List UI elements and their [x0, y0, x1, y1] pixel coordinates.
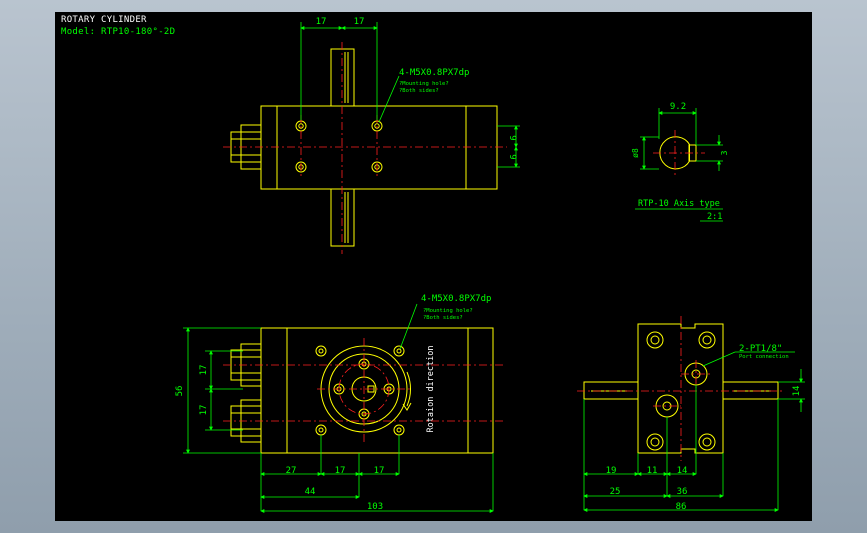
side-dim-11: 11: [647, 466, 658, 476]
top-hole-spec: 4-M5X0.8PX7dp: [399, 68, 469, 78]
axis-detail: 9.2 ø8 3 RTP-10 Axis type 2:1: [631, 102, 729, 222]
top-hole-note-2: ?Both sides?: [399, 88, 439, 94]
side-view: 19 11 14 25 36 86 14 2-PT1/8" Port conne…: [577, 316, 805, 512]
front-hole-note-2: ?Both sides?: [423, 315, 463, 321]
front-body-outline: [260, 327, 494, 454]
front-dim-17-b: 17: [335, 466, 346, 476]
dim-top-17-right: 17: [354, 17, 365, 27]
top-shaft-lower: [330, 188, 355, 247]
model-label: Model: RTP10-180°-2D: [61, 27, 176, 37]
side-dim-86: 86: [676, 502, 687, 512]
front-hole-note-1: ?Mounting hole?: [423, 308, 473, 314]
front-dim-17-upper: 17: [199, 365, 209, 376]
side-body-outline: [637, 323, 724, 454]
front-view: 56 17 17 27 17 17 44 103 4-M5X0.8PX7dp ?…: [175, 294, 505, 513]
drawing-canvas: ROTARY CYLINDER Model: RTP10-180°-2D: [55, 12, 812, 521]
dim-top-9-upper: 9: [507, 135, 517, 140]
front-dim-44: 44: [305, 487, 316, 497]
axis-dim-diameter: ø8: [631, 148, 640, 158]
side-dim-36: 36: [677, 487, 688, 497]
top-shaft-upper: [330, 48, 355, 107]
dim-top-9-lower: 9: [507, 154, 517, 159]
side-dim-14-right: 14: [792, 386, 802, 397]
side-dim-25: 25: [610, 487, 621, 497]
side-shaft-left: [583, 381, 639, 400]
front-dim-56: 56: [175, 386, 185, 397]
port-spec: 2-PT1/8": [739, 344, 782, 354]
port-note: Port connection: [739, 354, 789, 360]
front-dim-17-c: 17: [374, 466, 385, 476]
drawing-title: ROTARY CYLINDER: [61, 15, 147, 25]
rotation-direction-label: Rotaion direction: [426, 346, 436, 433]
front-hole-spec: 4-M5X0.8PX7dp: [421, 294, 491, 304]
axis-scale: 2:1: [707, 212, 722, 222]
dim-top-17-left: 17: [316, 17, 327, 27]
top-hole-note-1: ?Mounting hole?: [399, 81, 449, 87]
front-dim-17-lower: 17: [199, 405, 209, 416]
side-dim-19: 19: [606, 466, 617, 476]
axis-caption: RTP-10 Axis type: [638, 199, 720, 209]
cad-drawing: 17 17 9 9 4-M5X0.8PX7dp ?Mounting hole? …: [175, 17, 805, 513]
side-dim-14-bottom: 14: [677, 466, 688, 476]
top-body-outline: [260, 105, 498, 190]
front-dim-103: 103: [367, 502, 383, 512]
axis-section: [659, 136, 690, 170]
front-dim-27: 27: [286, 466, 297, 476]
top-view: 17 17 9 9 4-M5X0.8PX7dp ?Mounting hole? …: [223, 17, 520, 254]
axis-dim-width: 9.2: [670, 102, 686, 112]
axis-dim-flat: 3: [720, 150, 729, 155]
side-shaft-right: [722, 381, 779, 400]
rotation-arrow-arc: [406, 371, 411, 407]
